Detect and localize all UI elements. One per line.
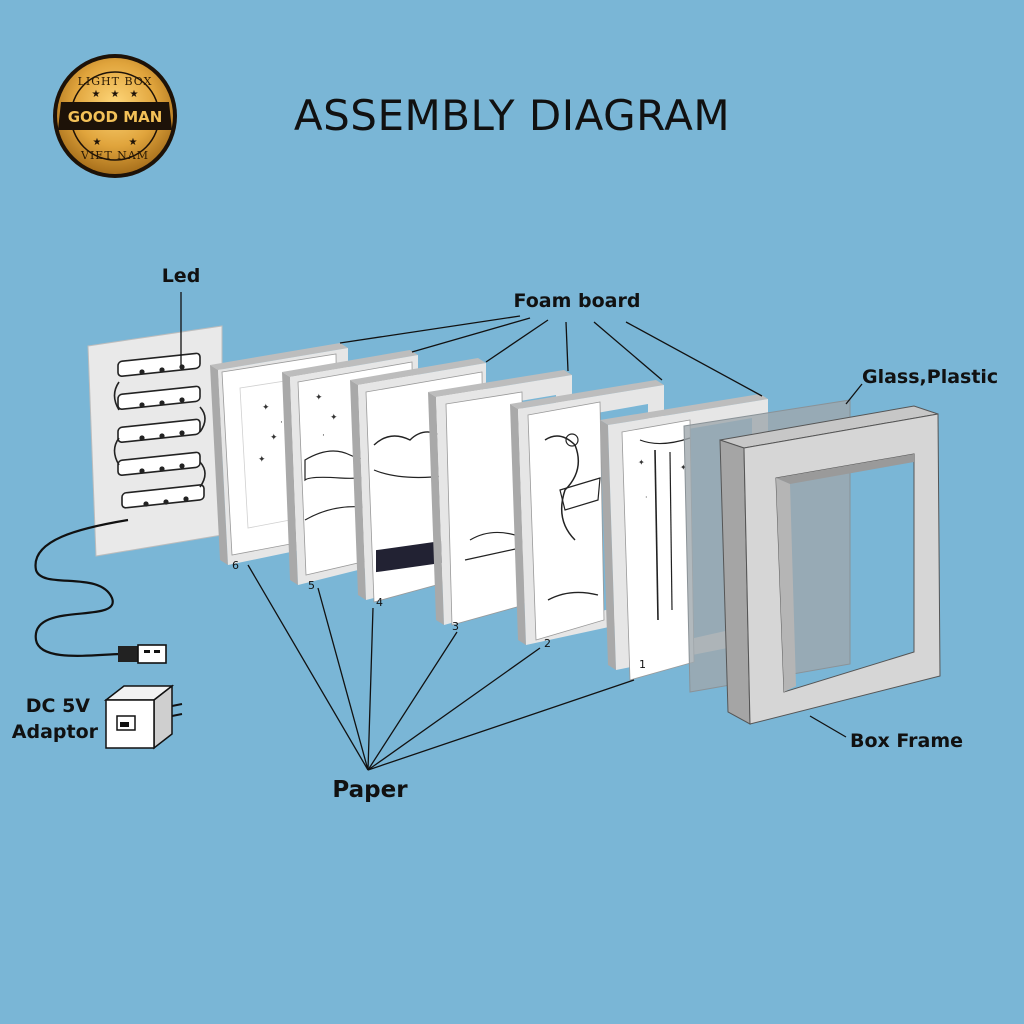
paper-label: Paper: [332, 777, 408, 803]
logo-star-icon: ★: [92, 89, 101, 100]
paper-leaders: [247, 564, 635, 771]
paper-number-labels: 6 5 4 3 2 1: [232, 559, 646, 671]
paper-number: 2: [544, 637, 551, 650]
svg-text:·: ·: [322, 431, 325, 441]
svg-text:✦: ✦: [330, 413, 338, 423]
page-title: ASSEMBLY DIAGRAM: [294, 91, 730, 140]
svg-text:✦: ✦: [258, 455, 266, 465]
logo-star-icon: ★: [129, 137, 138, 148]
paper-number: 4: [376, 596, 383, 609]
usb-plug-icon: [118, 644, 167, 664]
paper-2: [527, 401, 605, 641]
layer-stack: ✦·✦ ·✦· ✦✦·: [210, 343, 941, 725]
svg-text:·: ·: [645, 493, 648, 502]
led-label: Led: [162, 265, 201, 287]
adaptor-icon: [103, 684, 183, 750]
usb-cable: [34, 518, 129, 657]
logo-bottom-text: VIET NAM: [80, 149, 149, 162]
paper-number: 6: [232, 559, 239, 572]
logo-star-icon: ★: [130, 89, 139, 100]
dc-label-line1: DC 5V: [26, 695, 91, 717]
led-panel: [87, 325, 223, 557]
paper-3: [445, 391, 525, 626]
paper-1: ✦ ✦ ·: [621, 419, 695, 681]
svg-text:·: ·: [280, 418, 283, 428]
foam-board-label: Foam board: [514, 290, 641, 312]
foam-board-leaders: [339, 315, 763, 397]
logo-middle-text: GOOD MAN: [68, 108, 163, 126]
svg-text:✦: ✦: [638, 458, 645, 467]
box-frame-label: Box Frame: [850, 730, 963, 752]
led-strip: [117, 352, 205, 509]
svg-text:✦: ✦: [315, 393, 323, 403]
logo-star-icon: ★: [111, 89, 120, 100]
glass-plastic-label: Glass,Plastic: [862, 366, 998, 388]
led-dots: [139, 364, 189, 507]
dc-label-line2: Adaptor: [12, 721, 99, 743]
goodman-logo: LIGHT BOX ★ ★ ★ GOOD MAN ★ ★ VIET NAM: [53, 54, 177, 178]
paper-number: 5: [308, 579, 315, 592]
logo-top-text: LIGHT BOX: [78, 75, 153, 88]
paper-number: 3: [452, 620, 459, 633]
logo-star-icon: ★: [93, 137, 102, 148]
svg-text:✦: ✦: [680, 463, 687, 472]
svg-text:✦: ✦: [262, 403, 270, 413]
box-frame: [719, 405, 941, 725]
paper-number: 1: [639, 658, 646, 671]
svg-text:✦: ✦: [270, 433, 278, 443]
